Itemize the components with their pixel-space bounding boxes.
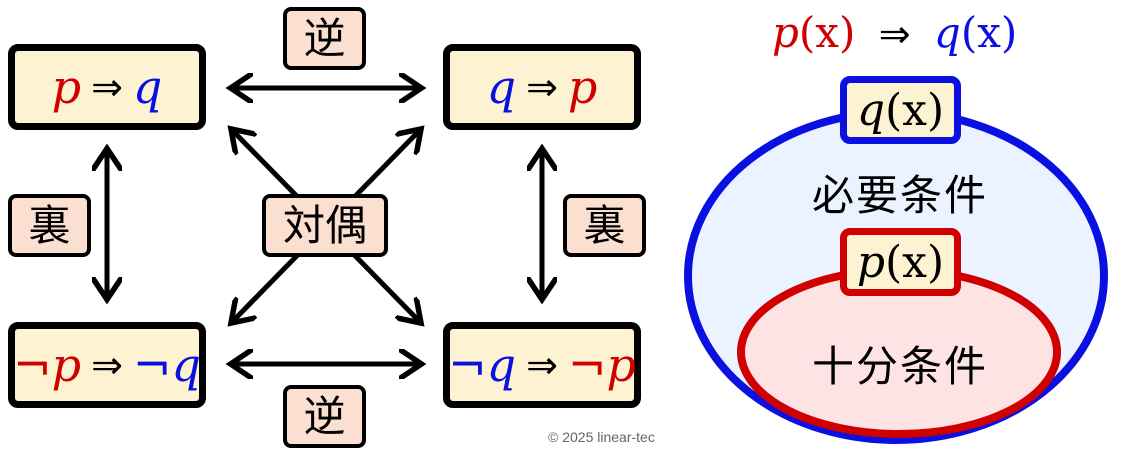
var-p: p [856, 236, 885, 288]
copyright-notice: © 2025 linear-tec [548, 429, 655, 445]
var-q: q [486, 338, 517, 392]
var-q: q [933, 8, 961, 57]
var-p: p [51, 60, 82, 114]
sufficient-condition-label: 十分条件 [811, 342, 988, 391]
implies-arrow: ⇒ [526, 343, 558, 387]
proposition-contrapositive: ¬ q ⇒ ¬ p [443, 322, 641, 408]
label-inverse-left: 裏 [8, 194, 91, 257]
arg-x: (x) [798, 8, 856, 57]
set-label-p: p(x) [840, 228, 961, 296]
proposition-converse: q ⇒ p [443, 44, 641, 130]
var-p: p [772, 8, 799, 57]
implies-arrow: ⇒ [91, 343, 123, 387]
proposition-inverse: ¬ p ⇒ ¬ q [8, 322, 206, 408]
var-q: q [856, 84, 885, 136]
var-q: q [171, 338, 201, 392]
negation-symbol: ¬ [448, 338, 487, 392]
var-p: p [567, 60, 598, 114]
label-converse-top: 逆 [283, 7, 366, 70]
implies-arrow: ⇒ [91, 65, 123, 109]
proposition-original: p ⇒ q [8, 44, 206, 130]
negation-symbol: ¬ [567, 338, 607, 392]
arg-x: (x) [960, 8, 1018, 57]
negation-symbol: ¬ [132, 338, 172, 392]
arg-x: (x) [885, 84, 945, 136]
label-contrapositive: 対偶 [262, 194, 388, 257]
var-q: q [486, 60, 517, 114]
negation-symbol: ¬ [13, 338, 52, 392]
necessary-condition-label: 必要条件 [811, 171, 988, 220]
var-p: p [606, 338, 636, 392]
set-relation-title: p(x) ⇒ q(x) [772, 8, 1017, 57]
arg-x: (x) [885, 236, 945, 288]
implies-arrow: ⇒ [878, 12, 911, 56]
implies-arrow: ⇒ [526, 65, 558, 109]
set-label-q: q(x) [840, 76, 961, 144]
var-p: p [51, 338, 82, 392]
var-q: q [132, 60, 163, 114]
label-inverse-right: 裏 [563, 194, 646, 257]
label-converse-bottom: 逆 [283, 385, 366, 448]
